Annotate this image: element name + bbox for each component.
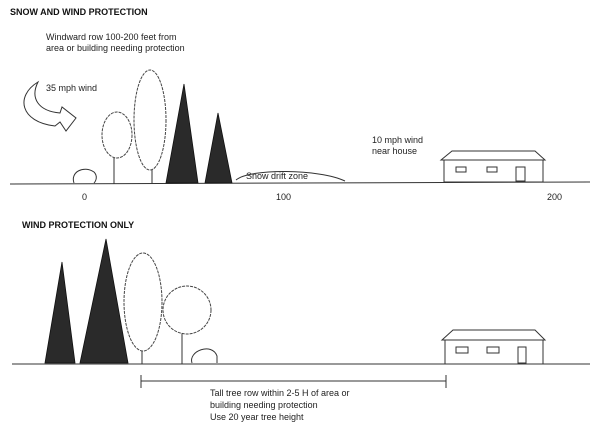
distance-label-0: 0 — [82, 192, 87, 202]
wind-arrow-icon — [23, 80, 77, 132]
snow-drift-mound — [235, 171, 346, 182]
distance-measure-line — [140, 375, 447, 388]
poplar-tree-icon — [123, 252, 163, 364]
spruce-tree-icon — [79, 238, 129, 364]
poplar-tree-icon — [133, 69, 167, 184]
bottom-panel: WIND PROTECTION ONLY Tall tree row withi… — [12, 220, 590, 422]
distance-label-200: 200 — [547, 192, 562, 202]
shrub-icon — [72, 168, 97, 184]
distance-label-100: 100 — [276, 192, 291, 202]
windward-note-line-2: area or building needing protection — [46, 43, 185, 53]
shrub-icon — [191, 348, 218, 364]
snow-drift-label: Snow drift zone — [246, 171, 308, 181]
house-note-line-1: 10 mph wind — [372, 135, 423, 145]
windward-note-line-1: Windward row 100-200 feet from — [46, 32, 177, 42]
house-icon — [440, 329, 547, 365]
spruce-tree-icon — [44, 261, 76, 364]
house-note-line-2: near house — [372, 146, 417, 156]
note-line-3: Use 20 year tree height — [210, 412, 304, 422]
deciduous-tree-icon — [162, 285, 212, 364]
top-panel: SNOW AND WIND PROTECTION Windward row 10… — [9, 7, 591, 202]
house-icon — [439, 150, 547, 183]
bottom-panel-title: WIND PROTECTION ONLY — [22, 220, 134, 230]
note-line-1: Tall tree row within 2-5 H of area or — [210, 388, 350, 398]
spruce-tree-icon — [165, 83, 199, 184]
note-line-2: building needing protection — [210, 400, 318, 410]
spruce-tree-icon — [204, 112, 233, 184]
deciduous-tree-icon — [101, 111, 133, 184]
wind-speed-label: 35 mph wind — [46, 83, 97, 93]
top-panel-title: SNOW AND WIND PROTECTION — [10, 7, 148, 17]
